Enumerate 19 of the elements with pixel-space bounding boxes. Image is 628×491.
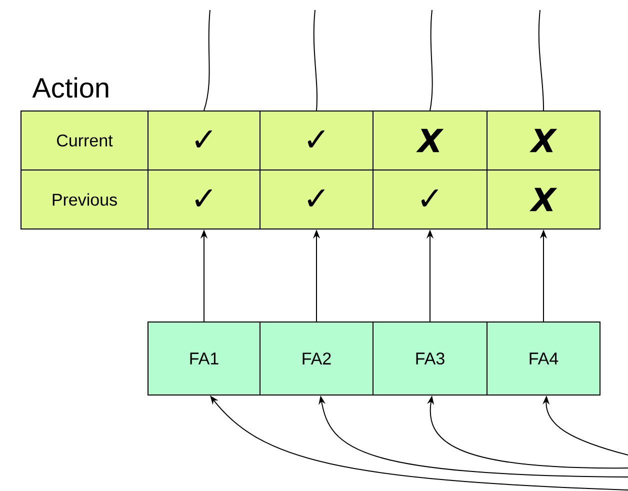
status-cell: X (486, 110, 600, 170)
status-cell: ✓ (372, 170, 488, 230)
fa-box: FA2 (260, 322, 374, 396)
table-title: Action (32, 77, 108, 98)
status-cell: X (486, 170, 600, 230)
row-header-cell: Current (20, 110, 148, 170)
status-cell: X (372, 110, 488, 170)
connector-line (204, 10, 210, 111)
connector-line (430, 10, 433, 111)
connector-line (538, 10, 544, 111)
row-header-cell: Previous (20, 170, 148, 230)
fa-box: FA1 (148, 322, 260, 396)
status-cell: ✓ (148, 110, 260, 170)
status-cell: ✓ (260, 170, 374, 230)
fa-box: FA3 (372, 322, 488, 396)
fa-box: FA4 (486, 322, 600, 396)
connector-line (313, 10, 318, 111)
status-cell: ✓ (260, 110, 374, 170)
status-cell: ✓ (148, 170, 260, 230)
